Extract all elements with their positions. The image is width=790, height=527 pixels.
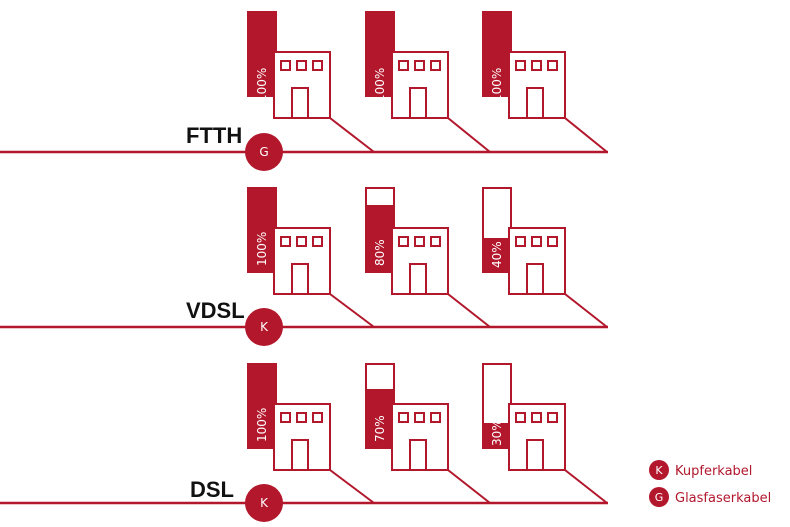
cable-node-letter: K bbox=[260, 320, 269, 334]
building-3: 100% bbox=[482, 11, 608, 153]
building-1: 100% bbox=[247, 363, 375, 504]
row-label: VDSL bbox=[186, 298, 245, 323]
drop-cable bbox=[447, 293, 491, 328]
legend-node-icon bbox=[649, 460, 669, 480]
row-dsl: DSL K 100% 70% bbox=[0, 363, 608, 522]
coverage-bar-fill bbox=[248, 12, 276, 96]
drop-cable bbox=[564, 469, 608, 504]
house-icon bbox=[391, 51, 449, 119]
coverage-bar-fill bbox=[366, 389, 394, 448]
row-label: DSL bbox=[190, 477, 234, 502]
coverage-percent: 100% bbox=[255, 408, 269, 442]
legend-letter: G bbox=[655, 491, 664, 504]
coverage-bar-fill bbox=[248, 188, 276, 272]
coverage-percent: 100% bbox=[255, 68, 269, 102]
row-ftth: FTTH G 100% 100% bbox=[0, 11, 608, 171]
cable-node-letter: K bbox=[260, 496, 269, 510]
coverage-bar-fill bbox=[366, 12, 394, 96]
coverage-percent: 70% bbox=[373, 415, 387, 442]
coverage-percent: 100% bbox=[490, 68, 504, 102]
coverage-percent: 40% bbox=[490, 241, 504, 268]
row-vdsl: VDSL K 100% 80% bbox=[0, 187, 608, 346]
cable-node bbox=[245, 484, 283, 522]
drop-cable bbox=[447, 117, 491, 153]
coverage-bar-fill bbox=[366, 205, 394, 272]
coverage-bar-fill bbox=[483, 423, 511, 448]
drop-cable bbox=[564, 293, 608, 328]
house-icon bbox=[273, 227, 331, 295]
drop-cable bbox=[329, 293, 375, 328]
building-1: 100% bbox=[247, 11, 375, 153]
building-1: 100% bbox=[247, 187, 375, 328]
legend-letter: K bbox=[655, 464, 663, 477]
drop-cable bbox=[329, 117, 375, 153]
cable-node bbox=[245, 308, 283, 346]
building-2: 70% bbox=[365, 363, 491, 504]
building-2: 80% bbox=[365, 187, 491, 328]
legend-label: Kupferkabel bbox=[675, 464, 752, 479]
house-icon bbox=[508, 403, 566, 471]
coverage-bar-fill bbox=[483, 238, 511, 272]
house-icon bbox=[391, 403, 449, 471]
coverage-percent: 80% bbox=[373, 239, 387, 266]
cable-node-letter: G bbox=[259, 145, 268, 159]
drop-cable bbox=[447, 469, 491, 504]
drop-cable bbox=[329, 469, 375, 504]
coverage-bar-fill bbox=[483, 12, 511, 96]
legend-item-copper: K Kupferkabel bbox=[649, 460, 752, 480]
drop-cable bbox=[564, 117, 608, 153]
coverage-percent: 100% bbox=[373, 68, 387, 102]
legend-item-fiber: G Glasfaserkabel bbox=[649, 487, 771, 507]
building-3: 40% bbox=[482, 187, 608, 328]
building-2: 100% bbox=[365, 11, 491, 153]
house-icon bbox=[508, 51, 566, 119]
legend: K Kupferkabel G Glasfaserkabel bbox=[649, 460, 771, 507]
legend-node-icon bbox=[649, 487, 669, 507]
house-icon bbox=[273, 51, 331, 119]
building-3: 30% bbox=[482, 363, 608, 504]
cable-node bbox=[245, 133, 283, 171]
coverage-percent: 30% bbox=[490, 419, 504, 446]
coverage-percent: 100% bbox=[255, 232, 269, 266]
house-icon bbox=[391, 227, 449, 295]
legend-label: Glasfaserkabel bbox=[675, 491, 771, 506]
house-icon bbox=[508, 227, 566, 295]
coverage-bar-fill bbox=[248, 364, 276, 448]
house-icon bbox=[273, 403, 331, 471]
row-label: FTTH bbox=[186, 123, 242, 148]
